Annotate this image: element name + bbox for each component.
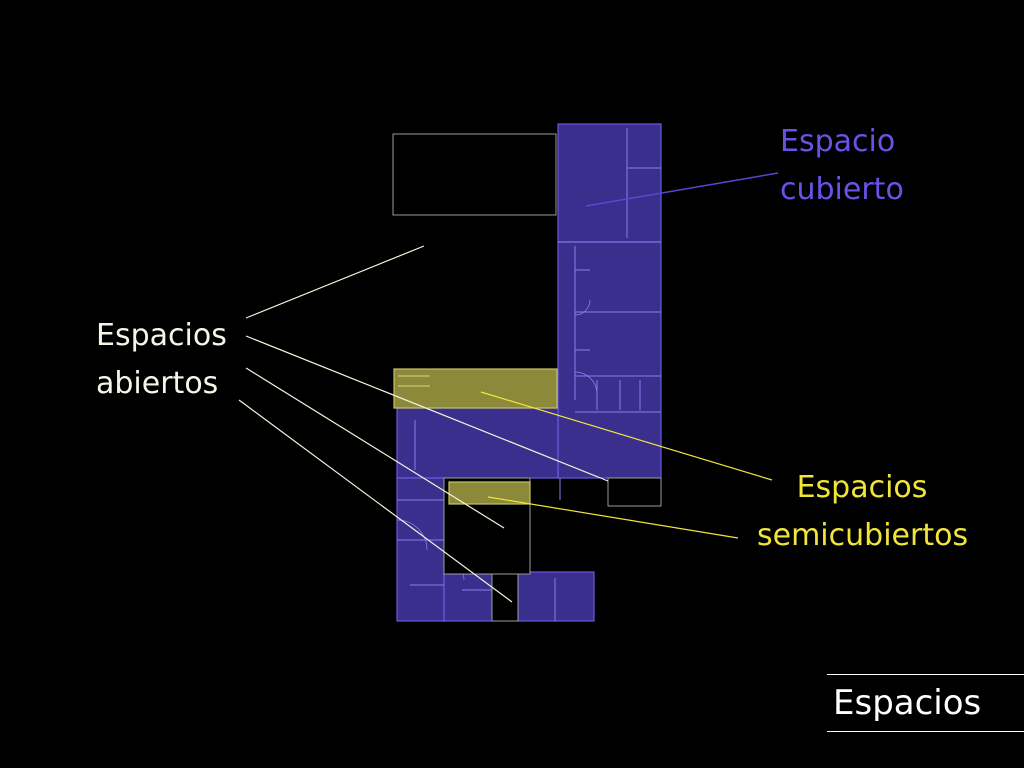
interior-walls bbox=[397, 128, 661, 621]
open-space-outline bbox=[392, 133, 557, 216]
label-covered-line1: Espacio bbox=[780, 124, 896, 159]
label-open-spaces: Espacios abiertos bbox=[96, 312, 227, 408]
label-covered-space: Espacio cubierto bbox=[780, 118, 904, 214]
leader-lines-semicovered bbox=[480, 391, 773, 539]
label-semicovered-line1: Espacios bbox=[796, 470, 928, 505]
label-semicovered-line2: semicubiertos bbox=[757, 518, 969, 553]
label-open-line1: Espacios bbox=[96, 318, 227, 353]
slide-title-box: Espacios bbox=[827, 674, 1024, 732]
slide-title: Espacios bbox=[833, 683, 982, 723]
leader-line-covered bbox=[585, 172, 779, 207]
label-semicovered-spaces: Espacios semicubiertos bbox=[757, 464, 969, 560]
leader-lines-open bbox=[238, 245, 609, 603]
open-strip bbox=[607, 477, 662, 507]
label-covered-line2: cubierto bbox=[780, 172, 904, 207]
label-open-line2: abiertos bbox=[96, 366, 219, 401]
semicovered-details bbox=[398, 375, 430, 387]
